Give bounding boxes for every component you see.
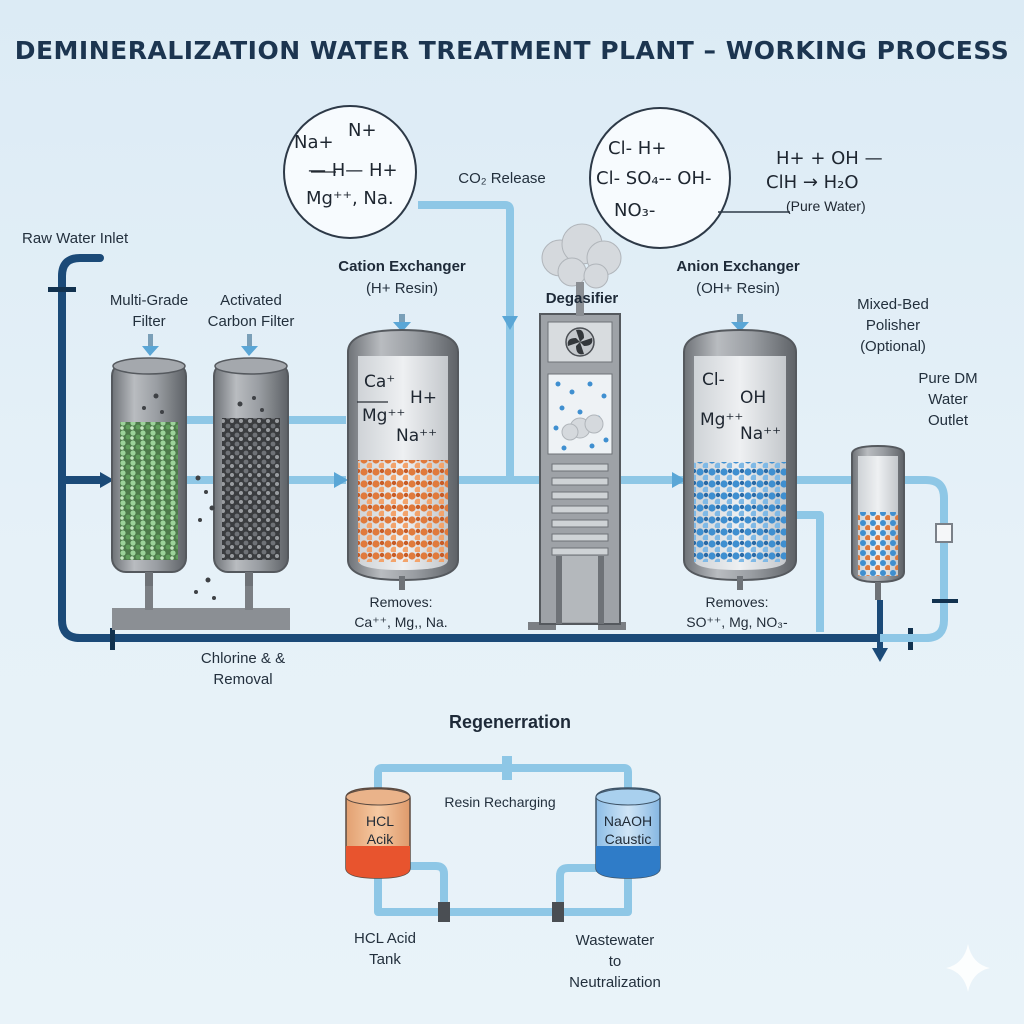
- inlet-flange: [48, 287, 76, 292]
- resin-recharging-label: Resin Recharging: [444, 794, 556, 810]
- pipe-arrows: [334, 316, 686, 488]
- anion-bubble-line3: NO₃-: [614, 200, 656, 221]
- anion-vessel-mg: Mg⁺⁺: [700, 410, 744, 430]
- degasifier-label: Degasifier: [545, 290, 619, 307]
- fan-icon: [565, 327, 595, 357]
- naoh-tank: [595, 787, 661, 879]
- anion-vessel-na: Na⁺⁺: [740, 424, 782, 444]
- outlet-flange: [932, 599, 958, 603]
- cation-removes-label: Removes:Ca⁺⁺, Mg,, Na.: [354, 594, 448, 630]
- anion-bubble-line1: Cl- H+: [608, 138, 667, 159]
- cation-exchanger-label: Cation Exchanger: [338, 258, 466, 275]
- hcl-tank: [345, 787, 411, 879]
- steam-cloud: [541, 223, 622, 441]
- anion-resin-label: (OH+ Resin): [696, 280, 780, 297]
- chlorine-removal-label: Chlorine & &Removal: [200, 650, 286, 688]
- main-pipe-flange-left: [110, 628, 115, 650]
- anion-vessel-cl: Cl-: [702, 370, 725, 390]
- regen-valve-left: [438, 902, 450, 922]
- co2-release-label: CO₂ Release: [458, 170, 546, 187]
- outlet-valve: [935, 523, 953, 543]
- cation-bubble-h: — H— H+: [308, 160, 398, 181]
- multi-grade-filter: [111, 334, 187, 586]
- drain-arrow-head: [872, 648, 888, 662]
- reaction-line1: H+ + OH —: [776, 148, 883, 169]
- filter-leg-left: [145, 568, 153, 610]
- cation-vessel-mg: Mg⁺⁺: [362, 406, 406, 426]
- cation-vessel-h: H+: [410, 388, 438, 408]
- cation-exchanger-vessel: [347, 314, 459, 590]
- reaction-line3: (Pure Water): [786, 198, 866, 214]
- page-title: DEMINERALIZATION WATER TREATMENT PLANT –…: [14, 36, 1010, 65]
- inlet-arrow: [100, 472, 114, 488]
- filter-leg-right: [245, 568, 253, 610]
- raw-water-inlet-label: Raw Water Inlet: [22, 230, 129, 247]
- degasifier-vent: [576, 282, 584, 316]
- regen-valve-right: [552, 902, 564, 922]
- raw-water-pipe: [58, 254, 884, 642]
- activated-carbon-filter: [213, 334, 289, 586]
- reaction-line2: ClH → H₂O: [766, 172, 859, 193]
- filter-base: [112, 608, 290, 630]
- cation-bubble-mg: Mg⁺⁺, Na.: [306, 188, 394, 209]
- anion-ion-bubble: [589, 107, 731, 249]
- cation-bubble-na: Na+: [294, 132, 334, 153]
- anion-vessel-oh: OH: [740, 388, 767, 408]
- cation-bubble-n: N+: [348, 120, 377, 141]
- cation-resin-label: (H+ Resin): [365, 280, 439, 297]
- anion-bubble-line2: Cl- SO₄-- OH-: [596, 168, 712, 189]
- regeneration-pipes: [374, 764, 632, 916]
- degasifier-tower: [528, 313, 626, 630]
- anion-exchanger-label: Anion Exchanger: [676, 258, 800, 275]
- mixed-bed-polisher: [851, 444, 905, 600]
- anion-exchanger-vessel: [683, 314, 797, 590]
- regen-top-valve: [502, 756, 512, 780]
- anion-removes-label: Removes:SO⁺⁺, Mg, NO₃-: [686, 594, 788, 630]
- cation-vessel-ca: Ca⁺: [364, 372, 396, 392]
- carbon-particles: [142, 393, 264, 600]
- regeneration-heading: Regenerration: [448, 712, 572, 732]
- cation-vessel-na: Na⁺⁺: [396, 426, 438, 446]
- sparkle-icon: [946, 944, 990, 992]
- cation-ion-bubble: [283, 105, 417, 239]
